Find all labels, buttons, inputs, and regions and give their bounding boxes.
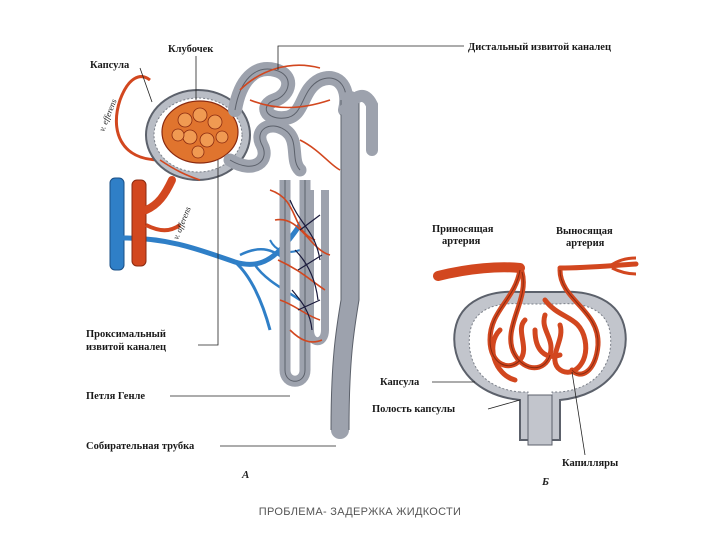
label-capsule-b: Капсула [380,377,420,388]
artery-vessel [114,75,182,267]
glomerulus-a [161,100,239,164]
tubule-system [223,62,378,439]
letter-a: А [241,469,249,481]
peritubular-capillaries [159,64,341,343]
label-capsule-a: Капсула [90,60,130,71]
label-capsule-cavity: Полость капсулы [372,404,455,415]
vein-vessel [109,177,313,331]
label-capillaries: Капилляры [562,458,618,469]
figure-a: Клубочек Капсула v. efferens v. afferens… [86,42,611,481]
letter-b: Б [541,476,549,488]
label-henle-loop: Петля Генле [86,391,145,402]
capillary-tuft-dark [489,269,599,375]
label-proximal-line2: извитой каналец [86,342,166,353]
label-glomerulus: Клубочек [168,44,214,55]
peritubular-veins [289,199,323,331]
label-v-afferens: v. afferens [171,204,193,240]
label-proximal-line1: Проксимальный [86,329,166,340]
label-efferent-line2: артерия [566,238,605,249]
label-distal-tubule: Дистальный извитой каналец [468,42,611,53]
label-collecting-duct: Собирательная трубка [86,441,195,452]
figure-b: Приносящая артерия Выносящая артерия Кап… [372,224,639,488]
label-afferent-line1: Приносящая [432,224,494,235]
slide-caption: ПРОБЛЕМА- ЗАДЕРЖКА ЖИДКОСТИ [258,506,462,518]
label-efferent-line1: Выносящая [556,226,613,237]
label-afferent-line2: артерия [442,236,481,247]
